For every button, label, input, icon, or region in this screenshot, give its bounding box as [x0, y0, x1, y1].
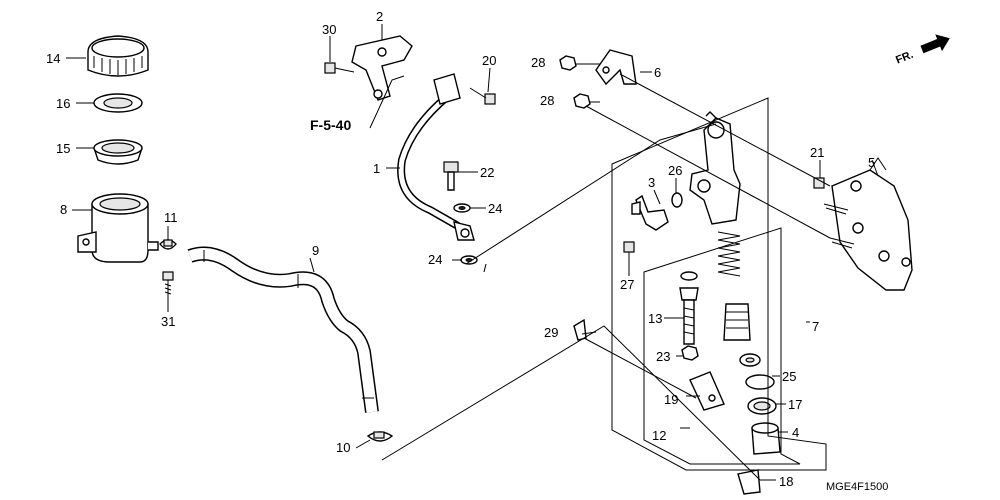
label-part-24-lower: 24 [428, 252, 442, 267]
label-part-1: 1 [373, 161, 380, 176]
brake-hose [397, 73, 475, 241]
bolt-20 [469, 87, 496, 105]
clip-18 [737, 469, 761, 495]
mounting-bracket [831, 157, 913, 291]
reservoir-plate [93, 93, 143, 113]
label-part-21: 21 [810, 145, 824, 160]
piston-cup [723, 303, 751, 341]
label-part-16: 16 [56, 96, 70, 111]
label-part-29: 29 [544, 325, 558, 340]
hose-bracket [351, 35, 413, 101]
label-part-8: 8 [60, 202, 67, 217]
snap-ring [745, 374, 775, 390]
label-part-30: 30 [322, 22, 336, 37]
label-part-23: 23 [656, 349, 670, 364]
label-part-14: 14 [46, 51, 60, 66]
reservoir-hose [187, 246, 379, 413]
spring [717, 231, 741, 277]
bolt-30 [324, 62, 355, 74]
label-part-24-upper: 24 [488, 201, 502, 216]
diagram-code: MGE4F1500 [826, 481, 888, 493]
label-part-7: 7 [812, 319, 819, 334]
reservoir-tank [77, 193, 159, 263]
boot-4 [751, 422, 781, 455]
label-part-10: 10 [336, 440, 350, 455]
label-part-2: 2 [376, 9, 383, 24]
nut-28-lower [573, 93, 591, 109]
oil-bolt-22 [443, 161, 459, 191]
label-part-26: 26 [668, 163, 682, 178]
pin-29 [573, 318, 587, 341]
boot-17 [747, 397, 777, 415]
label-part-25: 25 [782, 369, 796, 384]
bolt-27 [623, 241, 635, 270]
label-part-3: 3 [648, 175, 655, 190]
label-part-27: 27 [620, 277, 634, 292]
hose-clamp-upper [159, 239, 177, 250]
reservoir-diaphragm [93, 139, 143, 165]
washer-25 [739, 353, 761, 367]
assembly-frame-7 [611, 97, 827, 471]
label-part-9: 9 [312, 243, 319, 258]
hose-clamp-lower [366, 431, 394, 442]
label-part-15: 15 [56, 141, 70, 156]
master-cylinder-connector [631, 194, 669, 231]
rod-joint [689, 371, 725, 411]
reservoir-cap [87, 35, 149, 77]
label-part-28-lower: 28 [540, 93, 554, 108]
label-part-20: 20 [482, 53, 496, 68]
label-part-6: 6 [654, 65, 661, 80]
o-ring-26 [671, 192, 683, 208]
nut-28-upper [559, 55, 577, 71]
label-part-18: 18 [779, 474, 793, 489]
reference-label: F-5-40 [310, 117, 351, 133]
label-part-28-upper: 28 [531, 55, 545, 70]
label-part-11: 11 [164, 210, 178, 225]
push-rod [679, 271, 699, 345]
front-indicator: FR. [894, 49, 915, 67]
label-part-17: 17 [788, 397, 802, 412]
label-part-5: 5 [868, 155, 875, 170]
mounting-bolts [823, 203, 855, 249]
label-part-31: 31 [161, 314, 175, 329]
nut-23 [681, 345, 699, 361]
sealing-washer-lower [460, 255, 478, 265]
bolt-31 [162, 271, 174, 298]
label-part-12: 12 [652, 428, 666, 443]
label-part-22: 22 [480, 165, 494, 180]
label-part-13: 13 [648, 311, 662, 326]
label-part-4: 4 [792, 425, 799, 440]
master-cylinder-body [689, 111, 741, 225]
bolt-21 [813, 177, 825, 189]
label-part-19: 19 [664, 392, 678, 407]
reservoir-stay [595, 49, 637, 86]
front-arrow-icon: FR. [894, 34, 950, 67]
leader-lines [66, 24, 879, 481]
sealing-washer-upper [453, 203, 471, 213]
